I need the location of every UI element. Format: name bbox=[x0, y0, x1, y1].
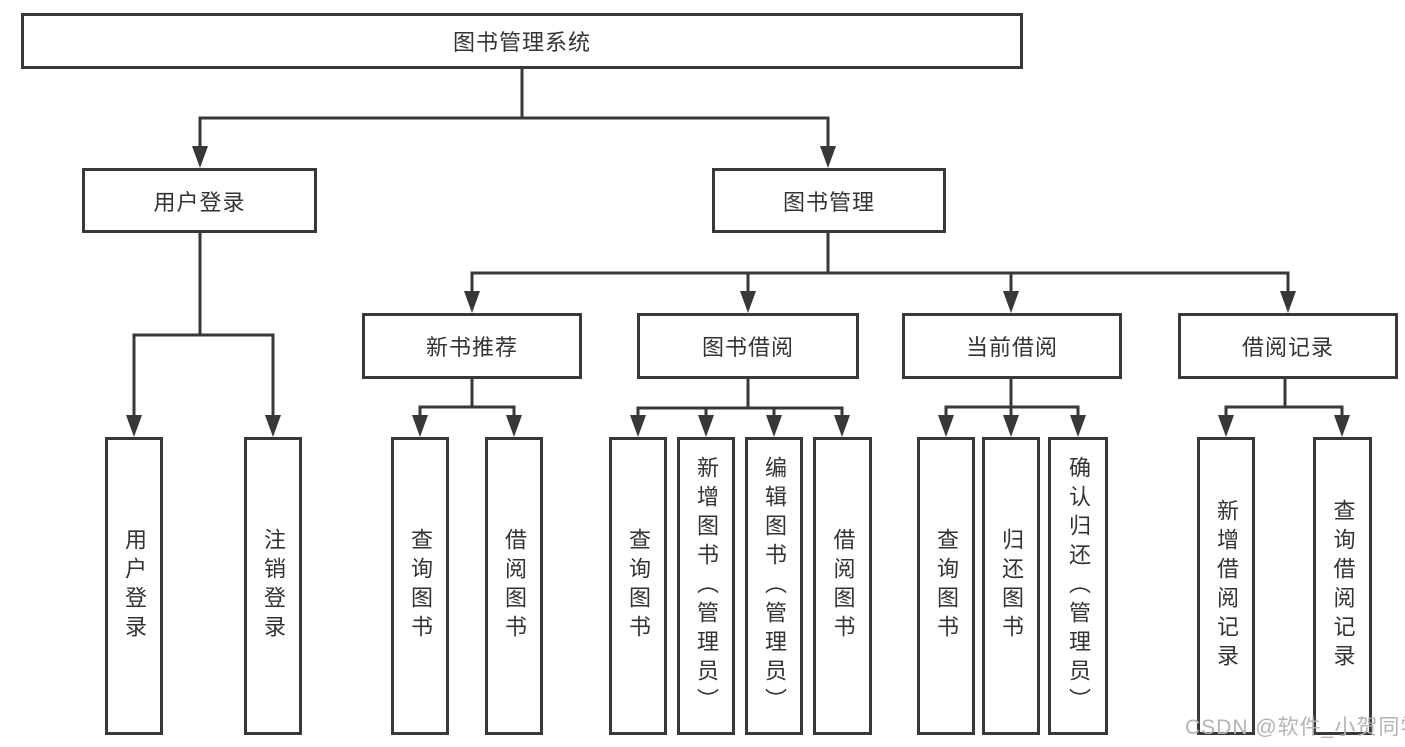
leaf-label: 归还图书 bbox=[999, 528, 1024, 644]
leaf-label: 注销登录 bbox=[261, 528, 286, 644]
leaf-label: 确认归还（管理员） bbox=[1066, 455, 1091, 717]
node-label: 借阅记录 bbox=[1241, 335, 1334, 360]
node-label: 图书借阅 bbox=[701, 335, 794, 360]
leaf-add-borrow-record: 新增借阅记录 bbox=[1197, 437, 1255, 735]
leaf-label: 查询图书 bbox=[408, 528, 433, 644]
leaf-label: 查询图书 bbox=[934, 528, 959, 644]
node-label: 当前借阅 bbox=[965, 335, 1058, 360]
leaf-query-book: 查询图书 bbox=[609, 437, 667, 735]
leaf-label: 新增图书（管理员） bbox=[694, 455, 719, 717]
leaf-label: 用户登录 bbox=[122, 528, 147, 644]
leaf-label: 借阅图书 bbox=[830, 528, 856, 644]
leaf-query-book: 查询图书 bbox=[917, 437, 975, 735]
node-user-login: 用户登录 bbox=[82, 168, 317, 233]
leaf-logout: 注销登录 bbox=[244, 437, 302, 735]
leaf-return-book: 归还图书 bbox=[982, 437, 1040, 735]
leaf-label: 编辑图书（管理员） bbox=[762, 455, 787, 717]
arrowheads bbox=[126, 146, 1350, 437]
leaf-label: 查询图书 bbox=[626, 528, 651, 644]
node-borrow-records: 借阅记录 bbox=[1178, 313, 1398, 379]
leaf-label: 新增借阅记录 bbox=[1214, 499, 1239, 673]
node-label: 用户登录 bbox=[153, 189, 246, 215]
leaf-label: 借阅图书 bbox=[502, 528, 527, 644]
leaf-query-book: 查询图书 bbox=[391, 437, 449, 735]
leaf-user-login: 用户登录 bbox=[105, 437, 163, 735]
node-new-book-recommend: 新书推荐 bbox=[362, 313, 582, 379]
leaf-borrow-book: 借阅图书 bbox=[485, 437, 543, 735]
leaf-edit-book-admin: 编辑图书（管理员） bbox=[745, 437, 803, 735]
leaf-label: 查询借阅记录 bbox=[1330, 499, 1356, 673]
node-library-management-system: 图书管理系统 bbox=[21, 13, 1023, 69]
node-label: 图书管理 bbox=[782, 189, 875, 215]
node-label: 图书管理系统 bbox=[452, 30, 591, 55]
leaf-borrow-book: 借阅图书 bbox=[813, 437, 872, 735]
csdn-watermark: CSDN @软件_小贺同学 bbox=[1185, 716, 1405, 739]
node-current-borrow: 当前借阅 bbox=[902, 313, 1122, 379]
leaf-confirm-return-admin: 确认归还（管理员） bbox=[1048, 437, 1108, 735]
node-book-borrow: 图书借阅 bbox=[637, 313, 859, 379]
leaf-add-book-admin: 新增图书（管理员） bbox=[677, 437, 735, 735]
leaf-query-borrow-record: 查询借阅记录 bbox=[1313, 437, 1372, 735]
node-book-management: 图书管理 bbox=[712, 168, 946, 233]
node-label: 新书推荐 bbox=[425, 335, 518, 360]
